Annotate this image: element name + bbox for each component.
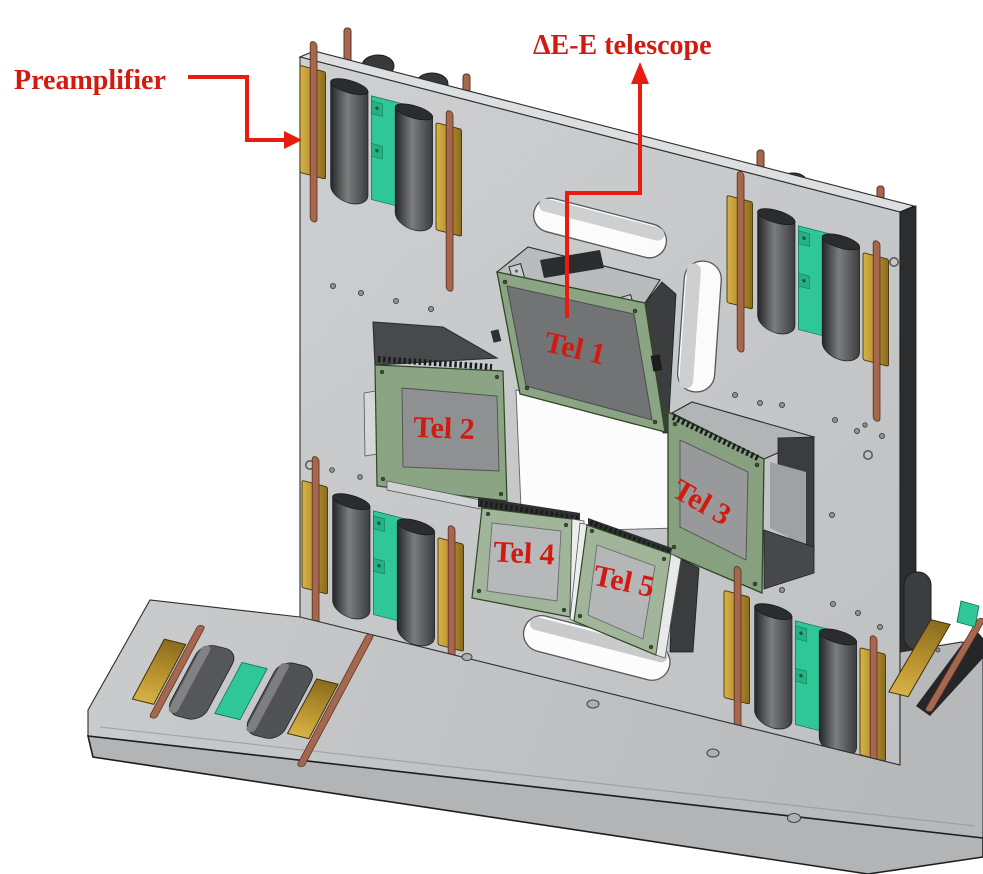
preamplifier-leader-arrow: [188, 75, 302, 149]
base-plate: [86, 599, 983, 874]
telescope-3: [667, 401, 816, 594]
telescope-5: [569, 518, 700, 659]
base-plate-front-edge: [86, 735, 983, 874]
screws: [502, 279, 658, 425]
screws: [671, 421, 760, 587]
annotation-preamplifier-label: Preamplifier: [14, 65, 166, 96]
screws: [577, 528, 667, 650]
slot-right: [677, 260, 722, 393]
base-holes: [461, 647, 941, 823]
preamp-cluster-base-right: [888, 600, 983, 716]
preamp-cluster-base-left: [131, 624, 374, 768]
telescope-1: [490, 246, 677, 434]
telescope-leader-arrow: [565, 62, 649, 318]
telescope-4: [471, 497, 585, 622]
annotation-telescope-label: ΔE-E telescope: [533, 30, 712, 61]
telescope-2-label: Tel 2: [413, 411, 476, 446]
screws: [476, 511, 569, 613]
telescope-2: [363, 321, 508, 514]
plate-holes: [304, 256, 899, 631]
screws: [379, 369, 504, 497]
telescope-4-label: Tel 4: [492, 535, 555, 571]
